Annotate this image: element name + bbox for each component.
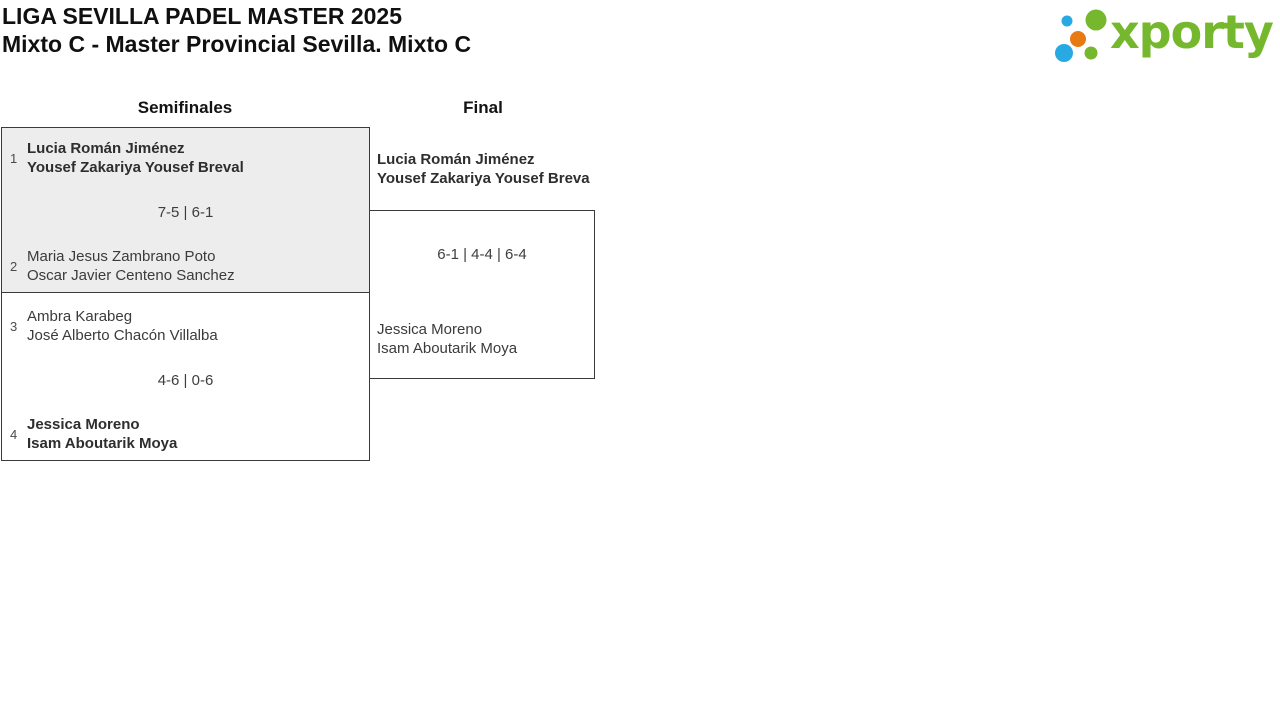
team-row-seed-3: 3 Ambra Karabeg José Alberto Chacón Vill… bbox=[10, 307, 218, 345]
final-bottom-team: Jessica Moreno Isam Aboutarik Moya bbox=[377, 320, 595, 358]
seed-label: 2 bbox=[10, 258, 18, 274]
round-header-semifinals: Semifinales bbox=[137, 98, 233, 117]
team-names: Ambra Karabeg José Alberto Chacón Villal… bbox=[27, 307, 218, 345]
player-name: Jessica Moreno bbox=[27, 416, 140, 433]
match-semifinal-2[interactable]: 3 Ambra Karabeg José Alberto Chacón Vill… bbox=[1, 292, 370, 461]
player-name: Ambra Karabeg bbox=[27, 308, 133, 325]
page-title: LIGA SEVILLA PADEL MASTER 2025 bbox=[2, 3, 403, 29]
match-semifinal-1[interactable]: 1 Lucia Román Jiménez Yousef Zakariya Yo… bbox=[1, 127, 370, 293]
team-names-winner: Lucia Román Jiménez Yousef Zakariya Yous… bbox=[27, 139, 244, 177]
player-name: Lucia Román Jiménez bbox=[27, 140, 185, 157]
xporty-logo[interactable]: xporty bbox=[1048, 0, 1278, 72]
player-name: Isam Aboutarik Moya bbox=[377, 340, 518, 357]
seed-label: 3 bbox=[10, 318, 18, 334]
player-name: Yousef Zakariya Yousef Breva bbox=[377, 170, 590, 187]
page-subtitle: Mixto C - Master Provincial Sevilla. Mix… bbox=[2, 31, 472, 57]
round-header-final: Final bbox=[463, 98, 503, 117]
player-name: Maria Jesus Zambrano Poto bbox=[27, 248, 216, 265]
logo-wordmark: xporty bbox=[1110, 5, 1274, 59]
page-header: LIGA SEVILLA PADEL MASTER 2025 Mixto C -… bbox=[2, 2, 471, 58]
player-name: Yousef Zakariya Yousef Breval bbox=[27, 159, 244, 176]
player-name: Jessica Moreno bbox=[377, 321, 483, 338]
team-names: Maria Jesus Zambrano Poto Oscar Javier C… bbox=[27, 247, 235, 285]
player-name: José Alberto Chacón Villalba bbox=[27, 327, 218, 344]
player-name: Lucia Román Jiménez bbox=[377, 151, 535, 168]
player-name: Oscar Javier Centeno Sanchez bbox=[27, 267, 235, 284]
seed-label: 1 bbox=[10, 150, 18, 166]
player-name: Isam Aboutarik Moya bbox=[27, 435, 178, 452]
team-row-seed-1: 1 Lucia Román Jiménez Yousef Zakariya Yo… bbox=[10, 139, 244, 177]
match-final[interactable]: 6-1 | 4-4 | 6-4 Jessica Moreno Isam Abou… bbox=[369, 210, 595, 379]
seed-label: 4 bbox=[10, 426, 18, 442]
team-names-winner: Jessica Moreno Isam Aboutarik Moya bbox=[27, 415, 177, 453]
logo-dots-icon bbox=[1055, 9, 1107, 62]
final-top-team: Lucia Román Jiménez Yousef Zakariya Yous… bbox=[377, 150, 595, 188]
match-score: 6-1 | 4-4 | 6-4 bbox=[437, 246, 527, 263]
match-score: 7-5 | 6-1 bbox=[157, 204, 214, 221]
team-row-seed-2: 2 Maria Jesus Zambrano Poto Oscar Javier… bbox=[10, 247, 235, 285]
team-row-seed-4: 4 Jessica Moreno Isam Aboutarik Moya bbox=[10, 415, 177, 453]
match-score: 4-6 | 0-6 bbox=[157, 372, 214, 389]
